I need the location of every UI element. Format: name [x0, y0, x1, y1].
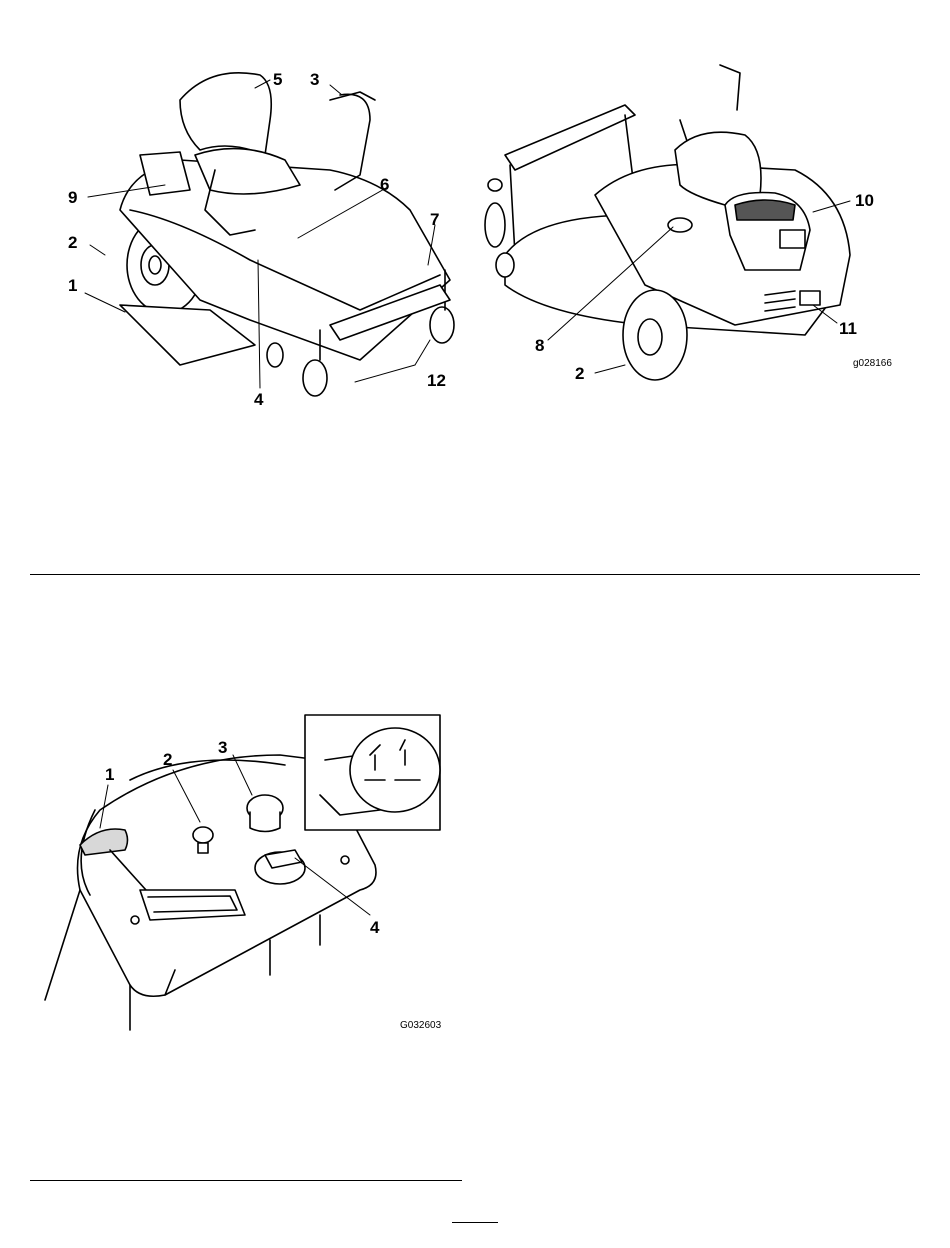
callout-right-2: 2: [575, 364, 584, 383]
section-divider-top: [30, 574, 920, 575]
callout-left-4: 4: [254, 390, 264, 409]
seat: [180, 73, 271, 155]
graphic-code-bottom: G032603: [400, 1020, 442, 1031]
graphic-code-top: g028166: [853, 358, 892, 369]
callout-left-1: 1: [68, 276, 77, 295]
callout-left-5: 5: [273, 70, 282, 89]
callout-bottom-4: 4: [370, 918, 380, 937]
callout-right-11: 11: [839, 319, 857, 338]
callout-left-6: 6: [380, 175, 389, 194]
front-caster-wheel: [303, 360, 327, 396]
mower-rear-right-illustration: 10 8 11 2 g028166: [475, 55, 915, 390]
choke-knob: [193, 827, 213, 843]
footnote-divider: [30, 1180, 462, 1181]
callout-bottom-3: 3: [218, 738, 227, 757]
page-number-rule: [452, 1222, 498, 1223]
mower-front-left-illustration: 5 3 9 6 7 2 1 4 12: [30, 60, 480, 410]
callout-right-10: 10: [855, 191, 874, 210]
callout-bottom-1: 1: [105, 765, 114, 784]
callout-bottom-2: 2: [163, 750, 172, 769]
fuel-cap: [668, 218, 692, 232]
callout-left-3: 3: [310, 70, 319, 89]
callout-right-8: 8: [535, 336, 544, 355]
callout-left-2: 2: [68, 233, 77, 252]
callout-left-12: 12: [427, 371, 446, 390]
callout-left-7: 7: [430, 210, 439, 229]
rear-wheel-right: [623, 290, 687, 380]
callout-left-9: 9: [68, 188, 77, 207]
control-panel-illustration: 1 2 3 4 G032603: [40, 710, 450, 1040]
